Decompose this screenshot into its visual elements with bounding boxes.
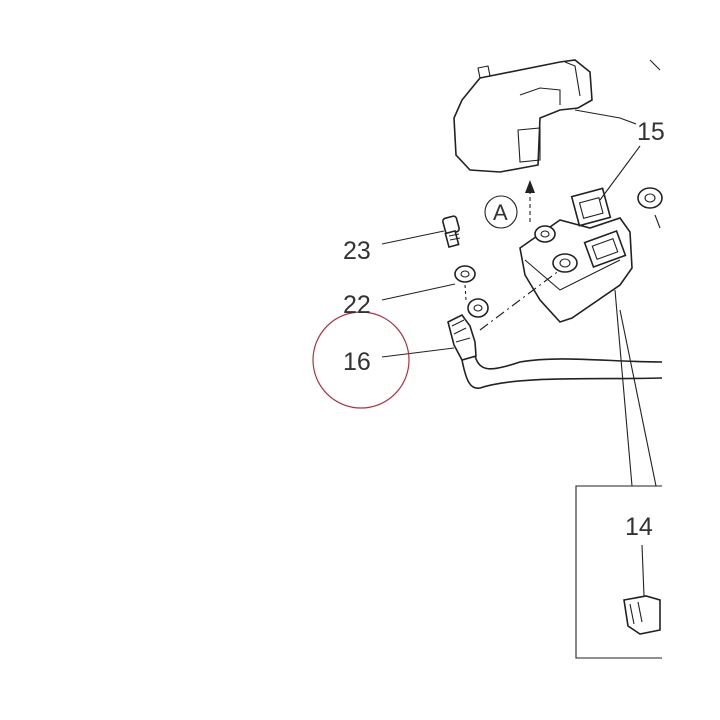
callout-15: 15 (637, 118, 665, 146)
fuse-part (623, 595, 661, 635)
leader-22 (381, 283, 456, 301)
alignment-line (479, 269, 561, 331)
leader-14b (619, 309, 657, 487)
callout-14: 14 (625, 513, 653, 541)
highlight-circle (312, 311, 410, 409)
side-bracket-part (637, 187, 663, 229)
callout-a: A (493, 200, 508, 225)
leader-15-relay (599, 145, 641, 201)
callout-23: 23 (343, 237, 371, 265)
bolt-part (442, 215, 461, 249)
leader-15 (574, 109, 637, 125)
direction-arrow-a (525, 180, 535, 222)
starter-relay-part (519, 187, 633, 323)
washer-part (454, 265, 476, 283)
detail-box-14 (575, 485, 662, 659)
callout-22: 22 (343, 291, 371, 319)
leader-14a (614, 289, 633, 487)
relay-cover-part (453, 59, 661, 173)
leader-14 (641, 544, 645, 597)
callout-16: 16 (343, 348, 371, 376)
leader-16 (381, 347, 455, 358)
label-a-circle (484, 195, 518, 229)
leader-23 (381, 230, 445, 245)
cable-terminal-part (447, 298, 663, 389)
